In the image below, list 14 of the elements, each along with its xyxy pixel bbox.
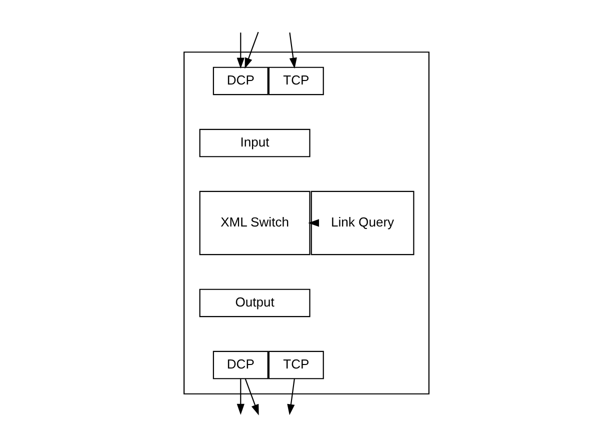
arrow <box>244 32 259 69</box>
node-box: TCP <box>268 66 324 96</box>
node-box: DCP <box>212 350 268 380</box>
arrow <box>287 378 295 416</box>
node-box: Output <box>199 288 310 318</box>
arrow <box>236 32 244 69</box>
node-box: DCP <box>212 66 268 96</box>
arrow <box>236 378 244 415</box>
node-box: Input <box>199 128 310 158</box>
arrow <box>244 378 259 416</box>
arrow <box>289 32 297 69</box>
cluster <box>184 52 430 394</box>
node-box: TCP <box>268 350 324 380</box>
arrow <box>308 219 320 227</box>
